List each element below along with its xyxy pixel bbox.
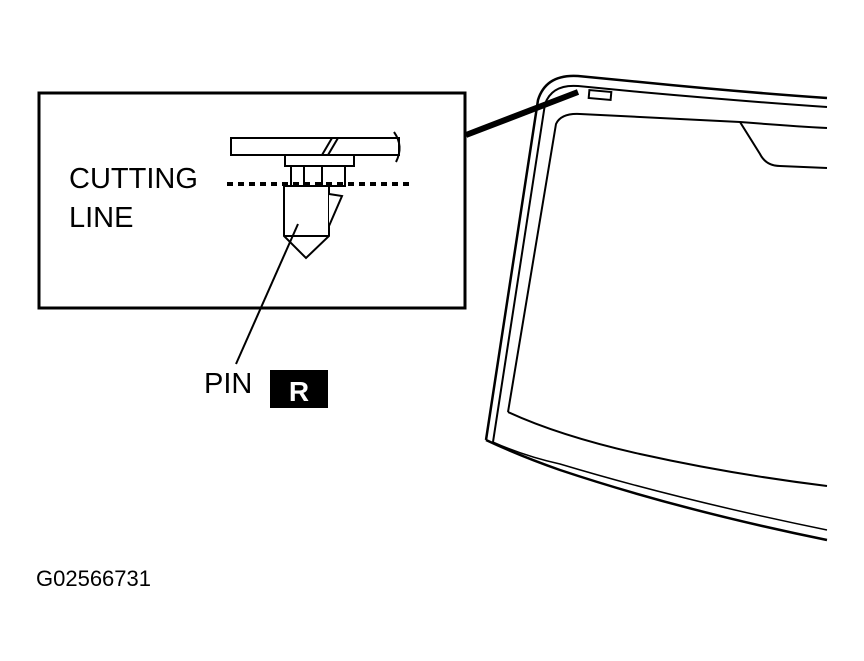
trim-panel-section bbox=[230, 137, 400, 156]
windshield-glass-outline bbox=[507, 112, 828, 413]
panel-break-mark bbox=[393, 131, 401, 163]
windshield-glass-bottom bbox=[507, 411, 828, 487]
pin-head bbox=[284, 154, 355, 167]
windshield-bottom-edge bbox=[485, 438, 828, 542]
windshield-frame-inner-edge bbox=[492, 84, 828, 443]
replace-badge-letter: R bbox=[289, 376, 309, 407]
detail-inset-box bbox=[37, 91, 467, 310]
pin-leader-line bbox=[235, 223, 299, 365]
panel-hatch-line-1 bbox=[321, 137, 333, 156]
panel-hatch-line-2 bbox=[327, 137, 339, 156]
figure-id: G02566731 bbox=[36, 566, 151, 591]
windshield-bottom-inner-edge bbox=[492, 441, 828, 531]
pin-body bbox=[283, 185, 330, 260]
mirror-mount-notch bbox=[739, 121, 828, 169]
detail-leader-line bbox=[464, 89, 580, 138]
cutting-label-line1: CUTTING bbox=[69, 163, 198, 195]
pin-location-marker bbox=[587, 88, 613, 102]
cutting-label-line2: LINE bbox=[69, 202, 133, 234]
pin-label: PIN bbox=[204, 368, 252, 400]
pin-barb bbox=[328, 193, 344, 227]
windshield-outer-edge bbox=[484, 74, 828, 441]
replace-badge bbox=[270, 370, 328, 408]
